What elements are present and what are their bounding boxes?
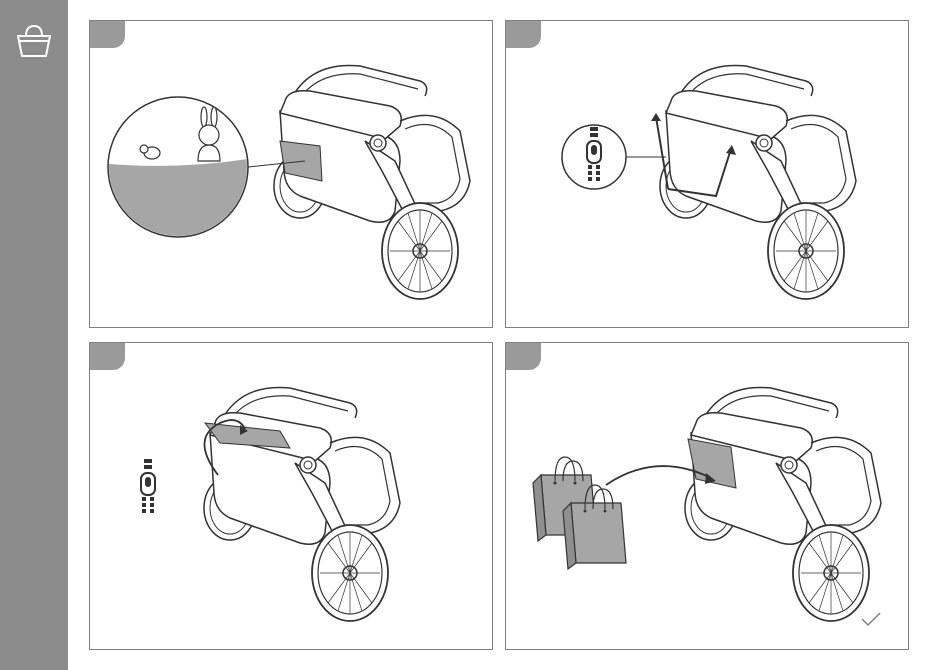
step-panel-3: [89, 342, 493, 650]
toy-storage-illustration: [90, 21, 492, 327]
step-panel-2: [505, 20, 909, 328]
zipper-open-illustration: [506, 21, 908, 327]
basket-icon: [14, 22, 54, 62]
shopping-bags-illustration: [506, 343, 908, 649]
step-panel-4: [505, 342, 909, 650]
cover-flip-illustration: [90, 343, 492, 649]
zipper-icon: [141, 459, 155, 513]
sidebar: [0, 0, 68, 670]
checkmark-icon: [860, 611, 882, 627]
step-panel-1: [89, 20, 493, 328]
